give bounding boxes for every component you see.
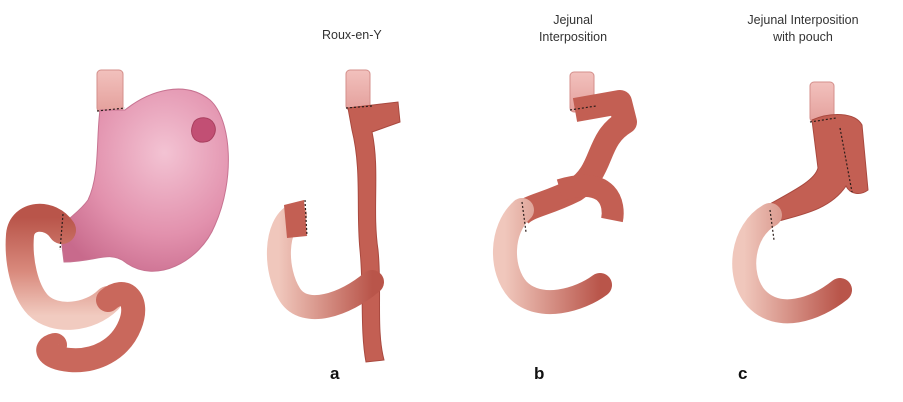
esophagus [97,70,123,112]
duodenal-loop-c [744,215,840,311]
roux-en-y-illustration [279,70,400,362]
panel-label-a: a [330,364,339,384]
stomach [60,89,228,271]
roux-limb [348,102,400,362]
duodenal-loop-b [505,210,600,302]
caption-with-pouch: with pouch [758,29,848,45]
jejunal-pouch [768,115,868,222]
duodenal-stump [284,200,307,238]
normal-stomach-illustration [20,70,229,360]
caption-jejunal: Jejunal [533,12,613,28]
jejunal-pouch-illustration [744,82,868,311]
tumor [192,118,216,142]
esophagus-a [346,70,370,110]
panel-label-c: c [738,364,747,384]
caption-jejunal-interposition: Jejunal Interposition [728,12,878,28]
jejunal-interposition-illustration [505,72,625,302]
caption-roux-en-y: Roux-en-Y [322,27,382,43]
panel-label-b: b [534,364,544,384]
caption-interposition: Interposition [523,29,623,45]
